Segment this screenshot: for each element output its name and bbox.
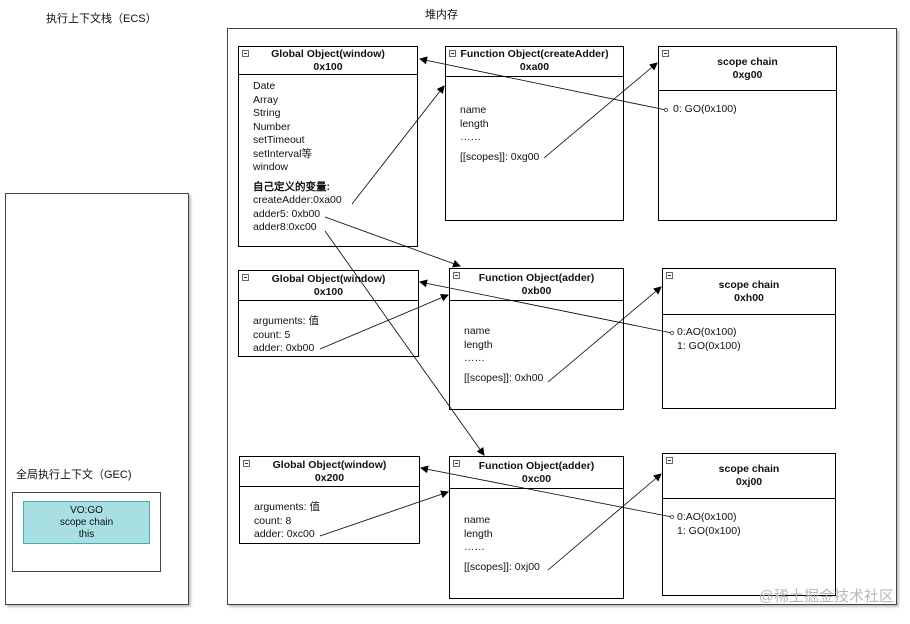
go-item: setTimeout [253, 134, 305, 146]
go-item: Array [253, 93, 279, 106]
arrow-adder5-ref [324, 216, 461, 268]
scope-j00-body: 0:AO(0x100) 1: GO(0x100) [677, 511, 741, 538]
collapse-icon[interactable] [666, 272, 673, 279]
go-item: Date [253, 80, 276, 92]
fn-create-adder-title: Function Object(createAdder) [460, 48, 609, 60]
go-var: adder5: 0xb00 [253, 207, 321, 220]
fn-adder-b-addr: 0xb00 [521, 285, 552, 297]
fn-line: name [460, 104, 487, 116]
collapse-icon[interactable] [242, 274, 249, 281]
gec-this: this [78, 529, 95, 540]
ao-b-body: arguments: 值 count: 5 adder: 0xb00 [253, 315, 319, 356]
fn-line: name [464, 325, 491, 337]
go-item: String [253, 107, 281, 119]
scope-h00-box: scope chain 0xh00 0:AO(0x100) 1: GO(0x10… [662, 268, 836, 409]
fn-line: length [460, 117, 489, 130]
arrow-adder8-ref [324, 230, 485, 456]
gec-vo: VO:GO [70, 505, 103, 516]
fn-create-adder-body: name length …… [[scopes]]: 0xg00 [460, 104, 539, 164]
global-object-addr: 0x100 [313, 61, 343, 73]
fn-line: name [464, 514, 491, 526]
fn-line: …… [464, 352, 485, 364]
ao-c-body: arguments: 值 count: 8 adder: 0xc00 [254, 501, 320, 542]
go-item: window [253, 161, 289, 173]
scope-line: 1: GO(0x100) [677, 339, 741, 352]
scope-line: 1: GO(0x100) [677, 524, 741, 537]
gec-content: VO:GO scope chain this [23, 501, 150, 544]
ao-line: count: 5 [253, 328, 291, 341]
collapse-icon[interactable] [662, 50, 669, 57]
scope-j00-title: scope chain [718, 463, 780, 475]
global-object-box: Global Object(window) 0x100 Date Array S… [238, 46, 418, 247]
arrow-scopes-h00 [547, 286, 662, 383]
heap-label: 堆内存 [425, 9, 458, 21]
fn-create-adder-box: Function Object(createAdder) 0xa00 name … [445, 46, 624, 221]
gec-label: 全局执行上下文（GEC) [16, 469, 132, 481]
ao-line: count: 8 [254, 514, 292, 527]
go-item: setInterval等 [253, 147, 312, 160]
arrow-j00-ao [420, 465, 673, 518]
go-item: Number [253, 120, 291, 133]
collapse-icon[interactable] [453, 460, 460, 467]
fn-line: [[scopes]]: 0xg00 [460, 150, 540, 163]
ao-line: arguments: 值 [253, 315, 319, 327]
fn-adder-c-addr: 0xc00 [521, 473, 552, 485]
ecs-label: 执行上下文栈（ECS） [46, 13, 157, 25]
scope-g00-body: 0: GO(0x100) [673, 103, 737, 117]
ao-line: arguments: 值 [254, 501, 320, 513]
fn-adder-c-box: Function Object(adder) 0xc00 name length… [449, 456, 624, 599]
arrow-h00-ao [419, 279, 673, 334]
ao-line: adder: 0xb00 [253, 342, 315, 354]
arrow-scopes-g00 [543, 62, 658, 159]
global-object-title: Global Object(window) [271, 48, 385, 60]
fn-adder-b-body: name length …… [[scopes]]: 0xh00 [464, 325, 543, 385]
fn-line: …… [460, 131, 481, 143]
go-var: createAdder:0xa00 [253, 194, 342, 206]
scope-g00-box: scope chain 0xg00 0: GO(0x100) [658, 46, 837, 221]
collapse-icon[interactable] [453, 272, 460, 279]
gec-scope-chain: scope chain [59, 517, 114, 528]
scope-h00-title: scope chain [718, 279, 780, 291]
fn-adder-b-title: Function Object(adder) [478, 272, 595, 284]
arrow-createadder-ref [351, 85, 445, 205]
ao-line: adder: 0xc00 [254, 528, 315, 540]
arrow-ao-c-adder [319, 490, 449, 537]
arrow-ao-b-adder [319, 294, 449, 350]
scope-h00-addr: 0xh00 [734, 292, 764, 304]
scope-g00-title: scope chain [717, 56, 778, 68]
fn-line: [[scopes]]: 0xh00 [464, 371, 544, 384]
fn-adder-c-title: Function Object(adder) [478, 460, 595, 472]
ao-c-box: Global Object(window) 0x200 arguments: 值… [239, 456, 420, 544]
scope-g00-addr: 0xg00 [732, 69, 763, 81]
gec-frame: VO:GO scope chain this [12, 492, 161, 572]
collapse-icon[interactable] [242, 50, 249, 57]
collapse-icon[interactable] [243, 460, 250, 467]
fn-adder-b-box: Function Object(adder) 0xb00 name length… [449, 268, 624, 410]
go-section-title: 自己定义的变量: [253, 180, 330, 193]
ao-b-addr: 0x100 [313, 286, 344, 298]
scope-h00-body: 0:AO(0x100) 1: GO(0x100) [677, 326, 741, 353]
scope-line: 0:AO(0x100) [677, 326, 737, 338]
scope-line: 0: GO(0x100) [673, 103, 737, 115]
arrow-scopes-j00 [547, 473, 662, 571]
scope-j00-box: scope chain 0xj00 0:AO(0x100) 1: GO(0x10… [662, 453, 836, 596]
scope-line: 0:AO(0x100) [677, 511, 737, 523]
fn-line: length [464, 338, 493, 351]
collapse-icon[interactable] [666, 457, 673, 464]
ao-c-addr: 0x200 [314, 472, 345, 484]
scope-j00-addr: 0xj00 [735, 476, 763, 488]
fn-adder-c-body: name length …… [[scopes]]: 0xj00 [464, 514, 540, 574]
global-object-body: Date Array String Number setTimeout setI… [253, 80, 342, 235]
ecs-panel: 全局执行上下文（GEC) VO:GO scope chain this [5, 193, 189, 605]
collapse-icon[interactable] [449, 50, 456, 57]
go-var: adder8:0xc00 [253, 221, 317, 233]
arrow-g00-go [419, 56, 667, 111]
fn-line: length [464, 527, 493, 540]
fn-create-adder-addr: 0xa00 [519, 61, 550, 73]
ao-c-title: Global Object(window) [272, 459, 387, 471]
fn-line: [[scopes]]: 0xj00 [464, 560, 540, 573]
watermark: @稀土掘金技术社区 [758, 588, 894, 605]
fn-line: …… [464, 541, 485, 553]
